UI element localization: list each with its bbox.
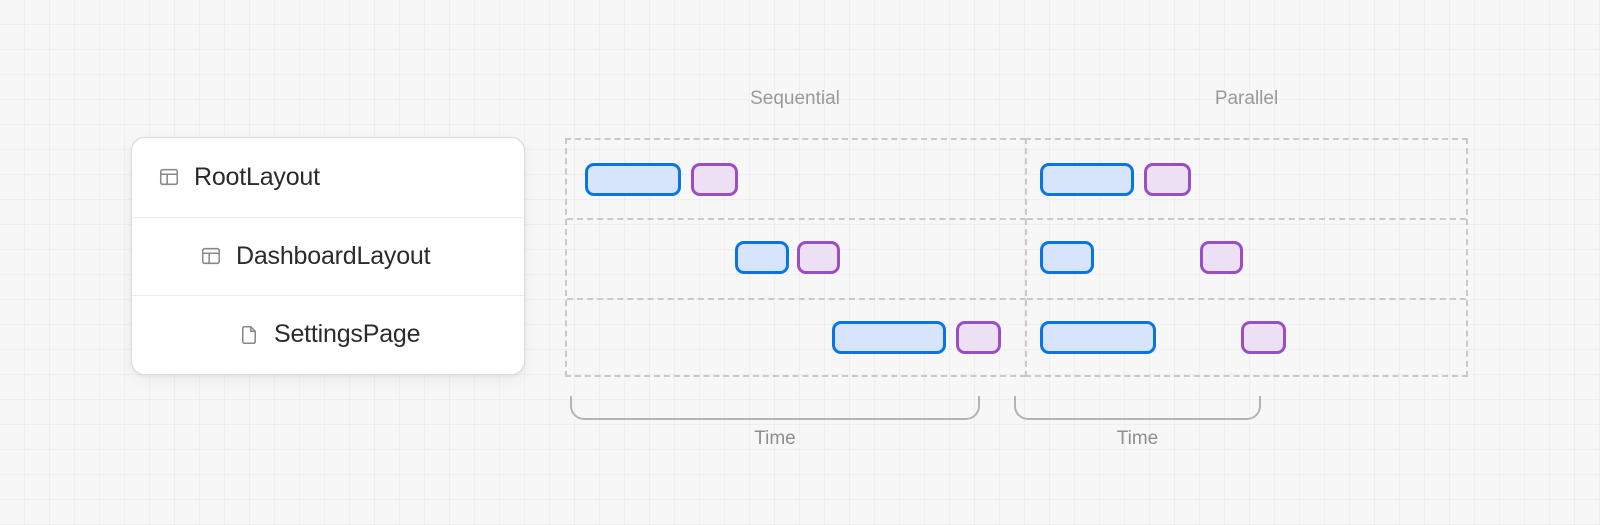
tree-item-settingspage[interactable]: SettingsPage — [132, 295, 524, 374]
tree-item-label: RootLayout — [194, 162, 320, 191]
layout-panel-icon — [158, 166, 180, 188]
timeline-block-sequential-lane1-blue[interactable] — [585, 163, 681, 196]
lane-divider — [1027, 218, 1466, 220]
timeline-caption-parallel: Parallel — [1214, 88, 1279, 109]
time-axis-label-parallel: Time — [1116, 428, 1159, 449]
timeline-block-parallel-lane2-blue[interactable] — [1040, 241, 1094, 274]
time-axis-bracket-sequential — [570, 396, 980, 420]
timeline-block-parallel-lane3-blue[interactable] — [1040, 321, 1156, 354]
tree-item-dashboardlayout[interactable]: DashboardLayout — [132, 216, 524, 296]
tree-item-label: DashboardLayout — [236, 241, 431, 270]
timeline-block-sequential-lane2-blue[interactable] — [735, 241, 789, 274]
timeline-block-parallel-lane2-purple[interactable] — [1200, 241, 1243, 274]
layout-panel-icon — [200, 245, 222, 267]
timeline-block-sequential-lane2-purple[interactable] — [797, 241, 840, 274]
timeline-block-sequential-lane1-purple[interactable] — [691, 163, 738, 196]
timeline-block-sequential-lane3-blue[interactable] — [832, 321, 946, 354]
time-axis-bracket-parallel — [1014, 396, 1261, 420]
time-axis-label-sequential: Time — [754, 428, 796, 449]
timeline-block-parallel-lane1-purple[interactable] — [1144, 163, 1191, 196]
tree-item-rootlayout[interactable]: RootLayout — [132, 138, 524, 217]
timeline-panel-sequential — [565, 138, 1026, 377]
lane-divider — [567, 298, 1026, 300]
component-tree-card: RootLayout DashboardLayout SettingsPage — [131, 137, 525, 375]
timeline-block-sequential-lane3-purple[interactable] — [956, 321, 1001, 354]
timeline-block-parallel-lane3-purple[interactable] — [1241, 321, 1286, 354]
file-document-icon — [238, 324, 260, 346]
timeline-block-parallel-lane1-blue[interactable] — [1040, 163, 1134, 196]
timeline-caption-sequential: Sequential — [750, 88, 840, 109]
lane-divider — [567, 218, 1026, 220]
timeline-panel-parallel — [1025, 138, 1468, 377]
lane-divider — [1027, 298, 1466, 300]
tree-item-label: SettingsPage — [274, 320, 421, 349]
